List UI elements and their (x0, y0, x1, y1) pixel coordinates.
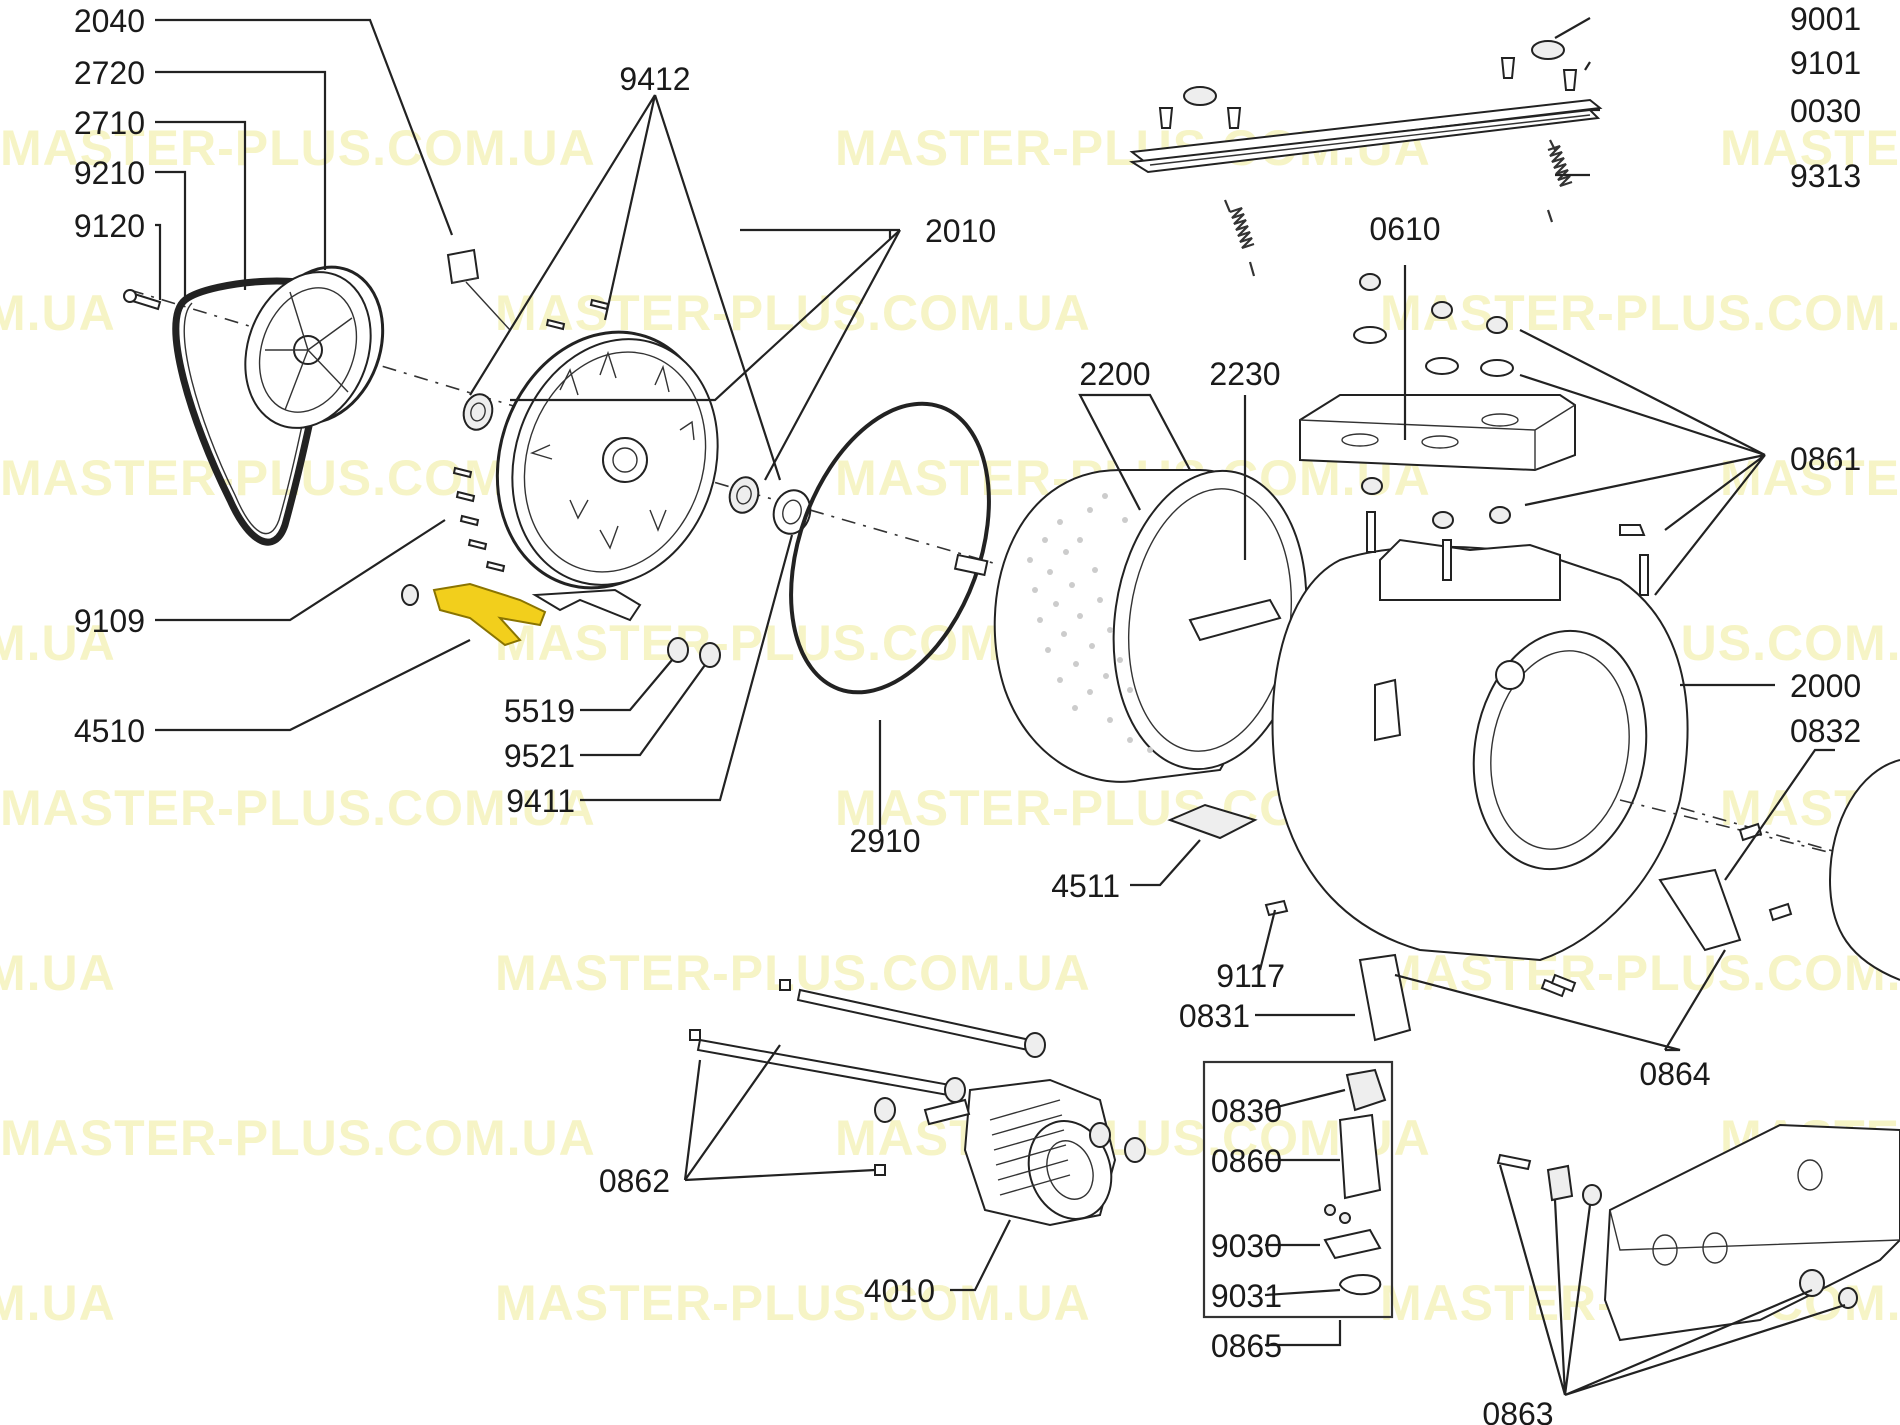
washer-drum (953, 469, 1308, 783)
label-9117: 9117 (1216, 958, 1285, 994)
label-0610: 0610 (1369, 211, 1440, 247)
mount-screw (1264, 899, 1289, 917)
motor-mount-rods (689, 979, 1146, 1176)
label-0860: 0860 (1211, 1143, 1282, 1179)
counterweight-fasteners (1353, 273, 1649, 596)
top-rail (1129, 98, 1603, 174)
drive-motor (923, 1078, 1117, 1227)
mount-screw (1738, 822, 1763, 842)
part-labels: 2040 2720 2710 9210 9120 9412 2010 9109 … (74, 1, 1861, 1425)
watermark: MASTER-PLUS.COM.UA (0, 945, 116, 1001)
watermark: MASTER-PLUS.COM.UA (0, 1110, 596, 1166)
label-9120: 9120 (74, 208, 145, 244)
top-rail-screws (1158, 40, 1578, 129)
label-0030: 0030 (1790, 93, 1861, 129)
bearing-rear (462, 393, 494, 431)
label-0831: 0831 (1179, 998, 1250, 1034)
label-9109: 9109 (74, 603, 145, 639)
watermark: MASTER-PLUS.COM.UA (0, 780, 596, 836)
label-2200: 2200 (1079, 356, 1150, 392)
tub-screws (452, 298, 610, 573)
tub-gasket-ring (789, 401, 991, 695)
rear-tub-half (495, 330, 719, 622)
drum-pulley (244, 265, 385, 429)
tub-label-plate (1167, 803, 1258, 840)
label-5519: 5519 (504, 693, 575, 729)
top-counterweight (1299, 394, 1576, 472)
watermark: MASTER-PLUS.COM.UA (495, 1275, 1091, 1331)
watermark: MASTER-PLUS.COM.UA (495, 945, 1091, 1001)
small-washer (699, 642, 721, 668)
label-0864: 0864 (1639, 1056, 1710, 1092)
watermark: MASTER-PLUS.COM.UA (495, 285, 1091, 341)
watermark: MASTER-PLUS.COM.UA (0, 1275, 116, 1331)
label-0862: 0862 (599, 1163, 670, 1199)
bearing-front (728, 476, 760, 514)
label-9313: 9313 (1790, 158, 1861, 194)
label-9210: 9210 (74, 155, 145, 191)
label-0865: 0865 (1211, 1328, 1282, 1364)
label-2000: 2000 (1790, 668, 1861, 704)
label-2040: 2040 (74, 3, 145, 39)
label-9521: 9521 (504, 738, 575, 774)
label-2710: 2710 (74, 105, 145, 141)
watermark: MASTER-PLUS.COM.UA (1720, 450, 1900, 506)
label-2910: 2910 (849, 823, 920, 859)
label-4511: 4511 (1051, 868, 1120, 904)
label-0861: 0861 (1790, 441, 1861, 477)
front-tub-half (1271, 538, 1689, 962)
watermark: MASTER-PLUS.COM.UA (0, 120, 596, 176)
damper-mount-right (1658, 868, 1742, 952)
mount-screw (1768, 902, 1793, 922)
label-9030: 9030 (1211, 1228, 1282, 1264)
watermark: MASTER-PLUS.COM.UA (0, 285, 116, 341)
label-2720: 2720 (74, 55, 145, 91)
tacho-sensor (446, 248, 480, 285)
label-9412: 9412 (619, 61, 690, 97)
label-9411: 9411 (506, 783, 575, 819)
door-ring-edge (1828, 759, 1900, 981)
shaft-seal (772, 489, 812, 535)
heater-bracket-highlighted[interactable] (432, 582, 547, 647)
label-2230: 2230 (1209, 356, 1280, 392)
kit-frame (1202, 1060, 1394, 1319)
label-2010: 2010 (925, 213, 996, 249)
label-0830: 0830 (1211, 1093, 1282, 1129)
label-0832: 0832 (1790, 713, 1861, 749)
watermark: MASTER-PLUS.COM.UA (0, 615, 116, 671)
tub-suspension-spring (1223, 139, 1573, 277)
label-0863: 0863 (1482, 1396, 1553, 1425)
kit-parts (1323, 1068, 1387, 1296)
label-9031: 9031 (1211, 1278, 1282, 1314)
small-nut (667, 637, 689, 663)
label-9001: 9001 (1790, 1, 1861, 37)
bracket-nut (401, 584, 419, 606)
leader-lines (155, 17, 1846, 1397)
label-4010: 4010 (864, 1273, 935, 1309)
label-4510: 4510 (74, 713, 145, 749)
mount-screw (1550, 973, 1577, 993)
watermark: MASTER-PLUS.COM.UA (1380, 285, 1900, 341)
label-9101: 9101 (1790, 45, 1861, 81)
watermark: MASTER-PLUS.COM.UA (1720, 120, 1900, 176)
front-counterweight (1496, 1123, 1900, 1342)
